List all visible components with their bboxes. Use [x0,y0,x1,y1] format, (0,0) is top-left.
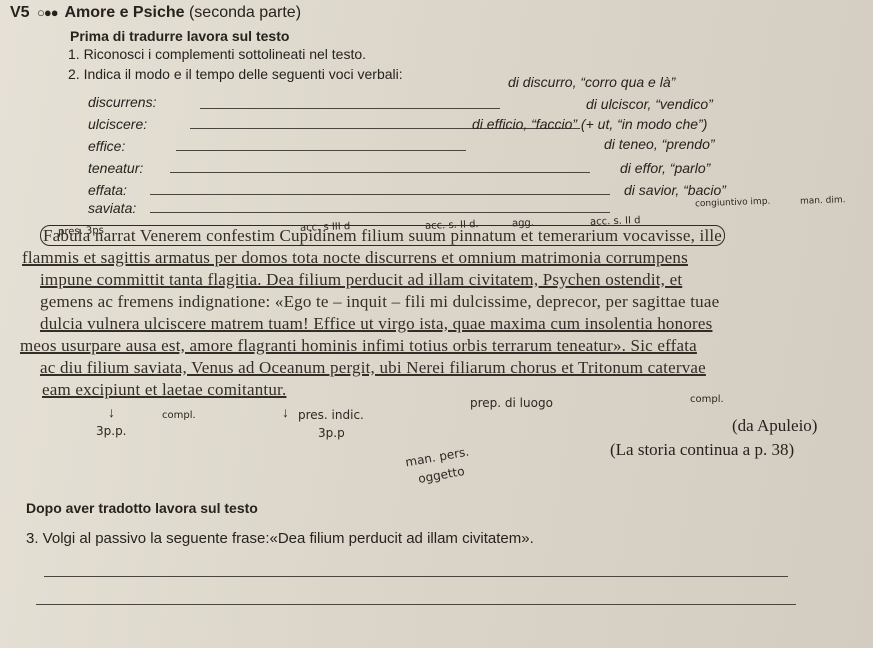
annotation: compl. [162,410,196,421]
answer-line[interactable] [176,150,466,151]
task-2: 2. Indica il modo e il tempo delle segue… [68,66,403,82]
instructions-heading: Prima di tradurre lavora sul testo [70,28,290,44]
verb-word: discurrens: [88,94,157,110]
latin-line: meos usurpare ausa est, amore flagranti … [20,336,697,355]
verb-gloss: di savior, “bacio” [624,182,726,198]
answer-line[interactable] [150,194,610,195]
after-heading: Dopo aver tradotto lavora sul testo [26,500,258,516]
answer-line[interactable] [190,128,580,129]
subtitle-text: (seconda parte) [188,4,302,21]
latin-line: Fabula narrat Venerem confestim Cupidine… [40,225,860,246]
source-attribution: (da Apuleio) [732,416,818,435]
answer-line[interactable] [44,576,788,577]
verb-gloss: di effor, “parlo” [620,160,711,176]
annotation: oggetto [417,464,466,486]
latin-line: flammis et sagittis armatus per domos to… [22,248,688,267]
latin-line: gemens ac fremens indignatione: «Ego te … [40,292,720,311]
annotation: pres. indic. [298,408,364,422]
task-1: 1. Riconosci i complementi sottolineati … [68,46,367,62]
exercise-code: V5 [10,4,30,21]
task-3: 3. Volgi al passivo la seguente frase:«D… [26,530,534,547]
annotation: congiuntivo imp. [694,196,771,210]
verb-gloss: di ulciscor, “vendico” [586,96,713,112]
verb-gloss: di discurro, “corro qua e là” [508,74,676,90]
annotation: man. dim. [799,195,846,207]
verb-word: saviata: [88,200,137,216]
verb-word: ulciscere: [88,116,148,132]
arrow-down-icon: ↓ [108,404,115,420]
latin-line: eam excipiunt et laetae comitantur. [42,380,287,399]
latin-line: dulcia vulnera ulciscere matrem tuam! Ef… [40,314,713,333]
verb-word: teneatur: [88,160,144,176]
page-title: V5 ○●● Amore e Psiche (seconda parte) [10,4,301,22]
difficulty-dots-icon: ○●● [37,5,59,20]
title-text: Amore e Psiche [64,4,185,21]
verb-word: effice: [88,138,126,154]
annotation: 3p.p [318,426,345,440]
annotation: prep. di luogo [470,396,553,410]
verb-word: effata: [88,182,127,198]
answer-line[interactable] [200,108,500,109]
answer-line[interactable] [170,172,590,173]
verb-gloss: di teneo, “prendo” [604,136,715,152]
answer-line[interactable] [150,212,610,213]
continue-note: (La storia continua a p. 38) [610,440,795,459]
answer-line[interactable] [36,604,796,605]
arrow-down-icon: ↓ [282,404,289,420]
annotation: 3p.p. [96,424,127,438]
verb-gloss: di efficio, “faccio” (+ ut, “in modo che… [472,116,708,132]
latin-line: ac diu filium saviata, Venus ad Oceanum … [40,358,706,377]
annotation: compl. [690,394,724,405]
latin-line: impune committit tanta flagitia. Dea fil… [40,270,683,289]
